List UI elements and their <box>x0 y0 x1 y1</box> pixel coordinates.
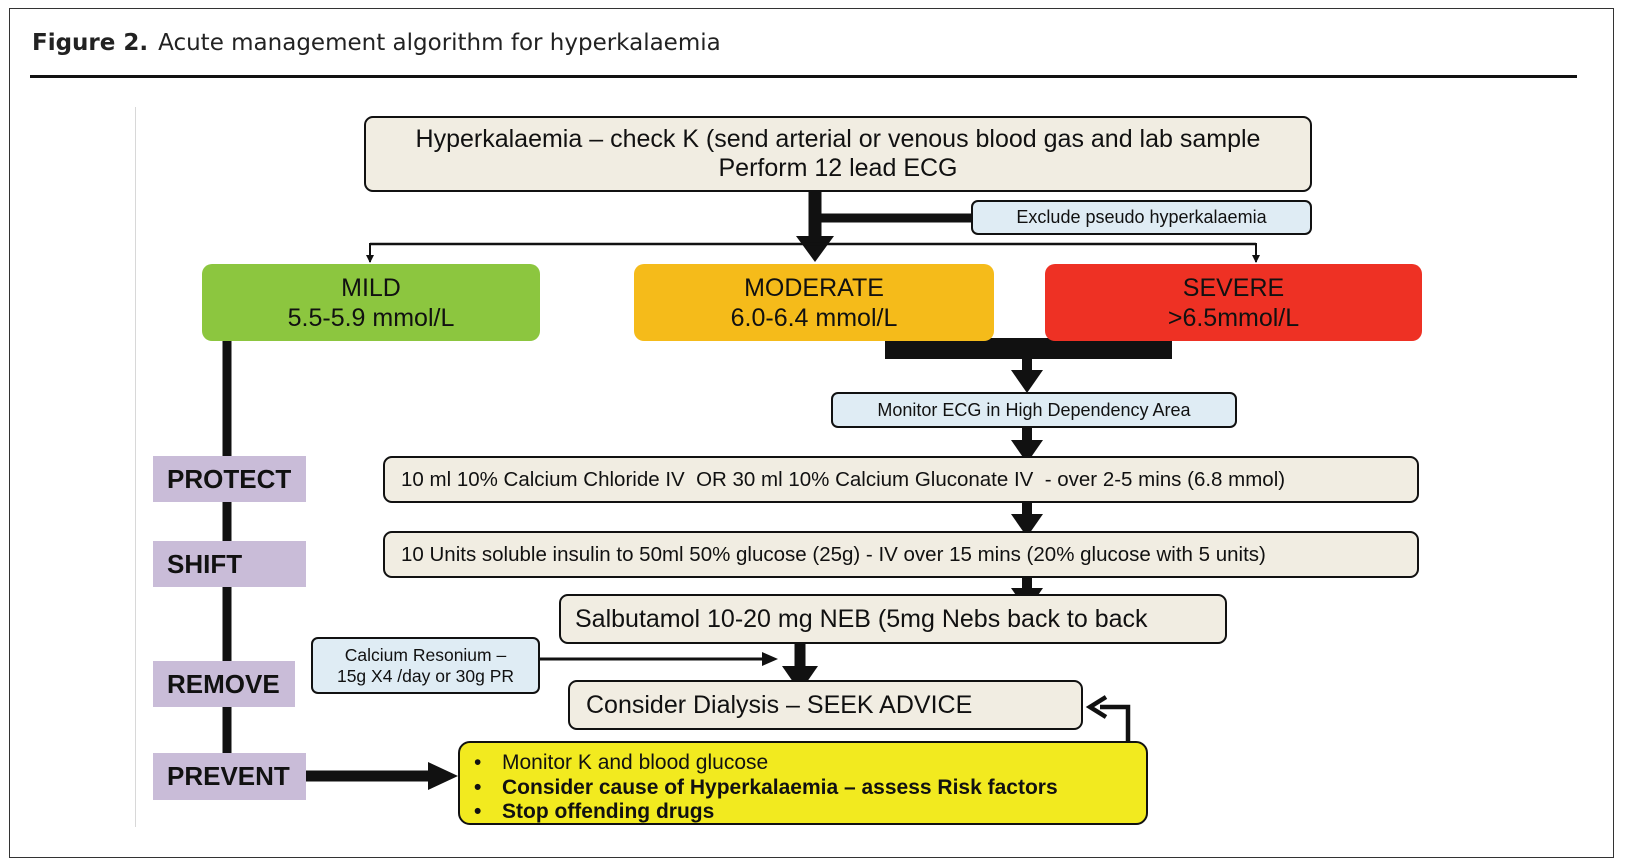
stage-remove: REMOVE <box>153 661 295 707</box>
initial-assessment-box: Hyperkalaemia – check K (send arterial o… <box>364 116 1312 192</box>
stage-protect: PROTECT <box>153 456 306 502</box>
arrow-to-dialysis <box>782 666 818 692</box>
moderate-box: MODERATE 6.0-6.4 mmol/L <box>634 264 994 341</box>
arrow-to-monitor <box>1011 370 1043 393</box>
prevent-action-2: •Consider cause of Hyperkalaemia – asses… <box>474 775 1058 799</box>
prevent-actions-list: •Monitor K and blood glucose •Consider c… <box>460 743 1058 825</box>
figure-caption: Figure 2. Acute management algorithm for … <box>32 30 721 56</box>
initial-assessment-line1: Hyperkalaemia – check K (send arterial o… <box>415 125 1261 153</box>
figure-frame <box>9 8 1614 858</box>
prevent-action-1: •Monitor K and blood glucose <box>474 751 769 774</box>
diagram-left-border <box>135 107 136 827</box>
figure-label: Figure 2. <box>32 30 149 56</box>
severe-label: SEVERE <box>1182 273 1285 302</box>
severe-range: >6.5mmol/L <box>1167 303 1300 332</box>
mild-label: MILD <box>341 273 401 302</box>
salbutamol-step-box: Salbutamol 10-20 mg NEB (5mg Nebs back t… <box>559 594 1227 644</box>
figure-title: Acute management algorithm for hyperkala… <box>158 30 721 56</box>
prevent-action-3: •Stop offending drugs <box>474 800 715 823</box>
arrow-from-resonium <box>762 652 778 666</box>
stage-prevent: PREVENT <box>153 753 306 800</box>
resonium-line1: Calcium Resonium – <box>344 644 507 665</box>
arrow-to-insulin <box>1011 514 1043 537</box>
dialysis-step-box: Consider Dialysis – SEEK ADVICE <box>568 680 1083 730</box>
exclude-pseudo-box: Exclude pseudo hyperkalaemia <box>971 200 1312 235</box>
monitor-ecg-box: Monitor ECG in High Dependency Area <box>831 392 1237 428</box>
caption-rule <box>30 75 1577 78</box>
stage-shift: SHIFT <box>153 541 306 587</box>
severe-box: SEVERE >6.5mmol/L <box>1045 264 1422 341</box>
mild-range: 5.5-5.9 mmol/L <box>287 303 455 332</box>
merge-bar <box>885 338 1172 359</box>
insulin-step-box: 10 Units soluble insulin to 50ml 50% glu… <box>383 531 1419 578</box>
prevent-actions-box: •Monitor K and blood glucose •Consider c… <box>458 741 1148 825</box>
moderate-range: 6.0-6.4 mmol/L <box>730 303 898 332</box>
resonium-line2: 15g X4 /day or 30g PR <box>336 665 515 686</box>
calcium-step-box: 10 ml 10% Calcium Chloride IV OR 30 ml 1… <box>383 456 1419 503</box>
arrow-to-calcium <box>1011 440 1043 463</box>
mild-box: MILD 5.5-5.9 mmol/L <box>202 264 540 341</box>
arrow-to-moderate <box>796 236 834 262</box>
arrow-to-prevent-box <box>428 762 458 790</box>
moderate-label: MODERATE <box>744 273 884 302</box>
loop-to-dialysis <box>1100 704 1131 742</box>
resonium-box: Calcium Resonium – 15g X4 /day or 30g PR <box>311 637 540 694</box>
initial-assessment-line2: Perform 12 lead ECG <box>718 154 958 182</box>
